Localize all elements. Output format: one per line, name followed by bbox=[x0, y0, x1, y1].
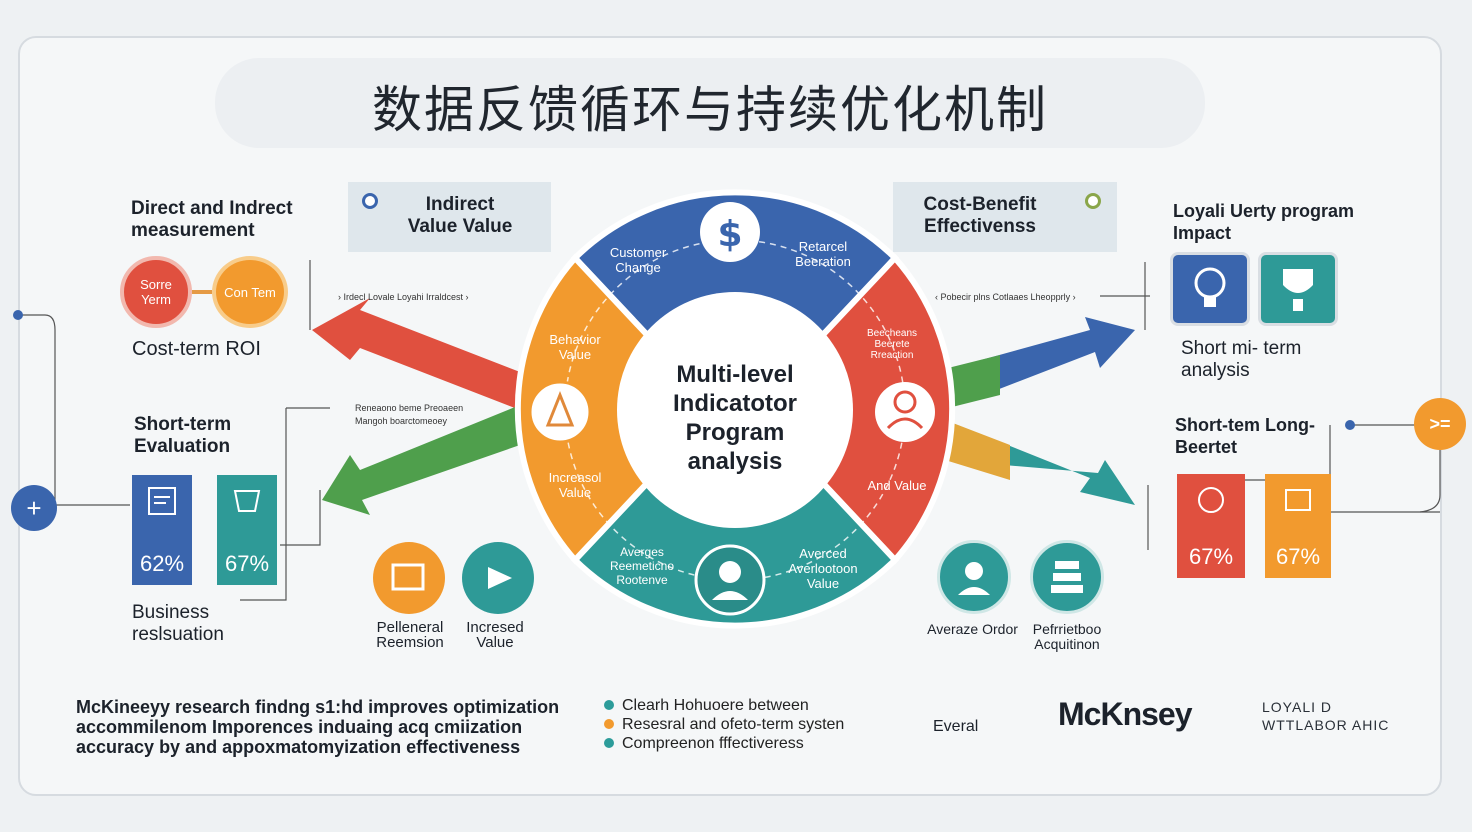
business-reslsuation: Business reslsuation bbox=[132, 602, 224, 645]
evaluation-card-teal: 67% bbox=[217, 475, 277, 585]
ring-label-increasol-value: Increasol Value bbox=[548, 470, 602, 500]
stack-icon bbox=[1030, 540, 1104, 614]
loyalty-label: LOYALI D WTTLABOR AHIC bbox=[1262, 698, 1389, 734]
left-note-a: Reneaono beme Preoaeen bbox=[355, 403, 464, 413]
left-note-b: Mangoh boarctomeoey bbox=[355, 416, 448, 426]
lamp-icon bbox=[528, 380, 592, 444]
bullet-item: Compreenon fffectiveress bbox=[604, 735, 804, 753]
left-heading: Direct and Indrect measurement bbox=[131, 198, 293, 241]
long-benefit-heading: Short-tem Long-Beertet bbox=[1175, 415, 1315, 457]
card-percent: 67% bbox=[1275, 544, 1321, 569]
ring-label-beecheans: Beecheans Beerete Rreaction bbox=[866, 327, 918, 361]
ring-label-averges: Averges Reemeticno Rootenve bbox=[609, 545, 675, 587]
bullet-dot-icon bbox=[604, 700, 614, 710]
pelleneral-label: Pelleneral Reemsion bbox=[376, 619, 444, 651]
mckinsey-logo: McKnsey bbox=[1058, 696, 1192, 732]
add-button[interactable]: + bbox=[11, 485, 57, 531]
bullet-text-3: Compreenon fffectiveress bbox=[622, 735, 804, 752]
dollar-icon bbox=[700, 202, 760, 262]
incresed-label: Incresed Value bbox=[466, 619, 524, 651]
con-tem-circle: Con Tem bbox=[212, 256, 288, 328]
title-bar bbox=[215, 58, 1205, 148]
card-percent: 67% bbox=[1188, 544, 1234, 569]
arrow-red-left bbox=[312, 298, 520, 410]
center-label: Multi-level Indicatotor Program analysis bbox=[673, 361, 797, 475]
right-arrow-note: ‹ Pobecir plns Cotlaaes Lheopprly › bbox=[935, 292, 1076, 302]
lightbulb-icon bbox=[1170, 252, 1250, 326]
bullet-item: Resesral and ofeto-term systen bbox=[604, 716, 844, 734]
evaluation-card-blue: 62% bbox=[132, 475, 192, 585]
greater-equal-badge[interactable]: >= bbox=[1414, 398, 1466, 450]
ring-dot-icon bbox=[362, 193, 378, 209]
page-title: 数据反馈循环与持续优化机制 bbox=[372, 81, 1048, 139]
ring-label-retarcel: Retarcel Beeration bbox=[795, 239, 851, 269]
everal-label: Everal bbox=[933, 718, 979, 735]
averaze-label: Averaze Ordor bbox=[927, 621, 1018, 637]
bullet-dot-icon bbox=[604, 719, 614, 729]
indirect-value-box: Indirect Value Value bbox=[348, 182, 551, 252]
indirect-value-label: Indirect Value Value bbox=[407, 194, 513, 237]
ring-label-and-value: And Value bbox=[867, 477, 927, 493]
cost-benefit-box: Cost-Benefit Effectivenss bbox=[893, 182, 1117, 252]
bullet-text-2: Resesral and ofeto-term systen bbox=[622, 716, 845, 733]
connector bbox=[192, 290, 212, 294]
svg-text:$: $ bbox=[717, 214, 742, 255]
play-icon bbox=[462, 542, 534, 614]
cost-term-roi: Cost-term ROI bbox=[132, 338, 261, 360]
pefrrietboo-label: Pefrrietboo Acquitinon bbox=[1032, 621, 1102, 652]
ring-label-behavior-value: Behavior Value bbox=[549, 332, 601, 362]
bullet-text-1: Clearh Hohuoere between bbox=[622, 697, 809, 714]
right-card-red: 67% bbox=[1177, 474, 1245, 578]
right-card-orange: 67% bbox=[1265, 474, 1331, 578]
loyalty-line-2: WTTLABOR AHIC bbox=[1262, 717, 1390, 733]
arrow-green-left bbox=[322, 405, 520, 515]
cost-benefit-label: Cost-Benefit Effectivenss bbox=[923, 194, 1037, 237]
card-percent: 67% bbox=[224, 551, 270, 576]
loyalty-line-1: LOYALI D bbox=[1262, 699, 1332, 715]
short-term-evaluation: Short-term Evaluation bbox=[134, 414, 232, 457]
ring-label-averced: Averced Averlootoon Value bbox=[788, 545, 858, 591]
short-analysis: Short mi- term analysis bbox=[1181, 338, 1302, 381]
ring-dot-icon bbox=[1085, 193, 1101, 209]
mckinsey-finding: McKineeyy research findng s1:hd improves… bbox=[76, 697, 560, 757]
card-percent: 62% bbox=[139, 551, 185, 576]
person-avatar-icon bbox=[937, 540, 1011, 614]
bullet-dot-icon bbox=[604, 738, 614, 748]
right-heading: Loyali Uerty program Impact bbox=[1173, 201, 1355, 243]
bullet-item: Clearh Hohuoere between bbox=[604, 697, 809, 715]
trophy-icon bbox=[1258, 252, 1338, 326]
left-arrow-note: › Irdecl Lovale Loyahi Irraldcest › bbox=[338, 292, 469, 302]
sorre-yerm-circle: Sorre Yerm bbox=[120, 256, 192, 328]
document-icon bbox=[373, 542, 445, 614]
ring-label-customer-change: Customer Change bbox=[609, 245, 667, 275]
